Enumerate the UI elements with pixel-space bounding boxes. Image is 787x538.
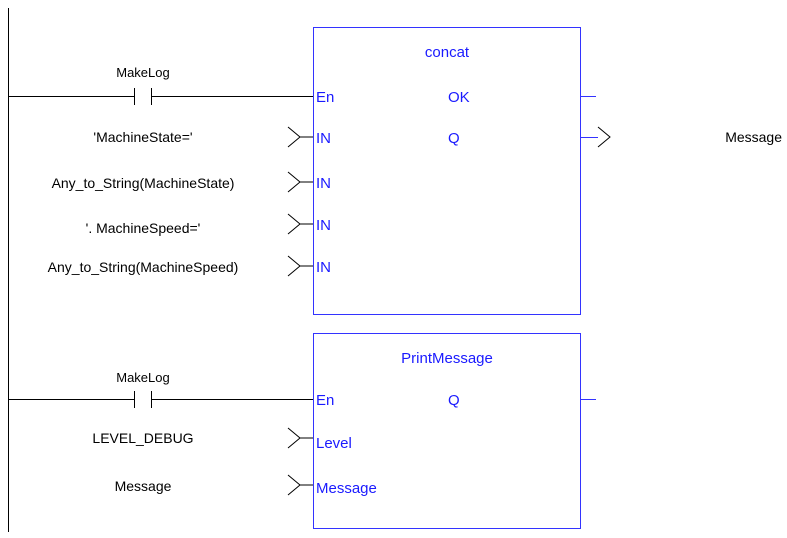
block-title: PrintMessage: [401, 350, 493, 367]
output-connector-icon: [597, 126, 611, 148]
contact-makelog-1[interactable]: MakeLog: [9, 65, 314, 105]
input-value-1: 'MachineState=': [93, 129, 192, 145]
input-value-4: Any_to_String(MachineSpeed): [48, 259, 239, 275]
input-connector-icon: [287, 474, 314, 496]
contact-makelog-2[interactable]: MakeLog: [9, 370, 314, 408]
pin-message: Message: [316, 480, 377, 497]
block-title: concat: [425, 44, 470, 61]
contact-label: MakeLog: [116, 65, 169, 80]
input-connector-icon: [287, 213, 314, 235]
pin-level: Level: [316, 435, 352, 452]
input-value-2: Any_to_String(MachineState): [52, 175, 235, 191]
pin-in: IN: [316, 130, 331, 147]
input-connector-icon: [287, 171, 314, 193]
pin-q: Q: [448, 130, 460, 147]
input-value-3: '. MachineSpeed=': [86, 220, 201, 236]
pin-in: IN: [316, 217, 331, 234]
pin-en: En: [316, 392, 334, 409]
rung-2: MakeLog LEVEL_DEBUG Message PrintMessage…: [9, 333, 596, 529]
input-connector-icon: [287, 126, 314, 148]
pin-in: IN: [316, 259, 331, 276]
rung-1: MakeLog 'MachineState=' Any_to_String(Ma…: [9, 27, 782, 315]
input-value-1: LEVEL_DEBUG: [92, 430, 193, 446]
input-value-2: Message: [115, 478, 172, 494]
input-connector-icon: [287, 255, 314, 277]
input-connector-icon: [287, 427, 314, 449]
pin-en: En: [316, 89, 334, 106]
pin-q: Q: [448, 392, 460, 409]
pin-ok: OK: [448, 89, 470, 106]
function-block-printmessage[interactable]: PrintMessage En Q Level Message: [313, 333, 581, 529]
pin-in: IN: [316, 175, 331, 192]
contact-label: MakeLog: [116, 370, 169, 385]
function-block-concat[interactable]: concat En OK Q IN IN IN IN: [313, 27, 581, 315]
output-value: Message: [725, 129, 782, 145]
